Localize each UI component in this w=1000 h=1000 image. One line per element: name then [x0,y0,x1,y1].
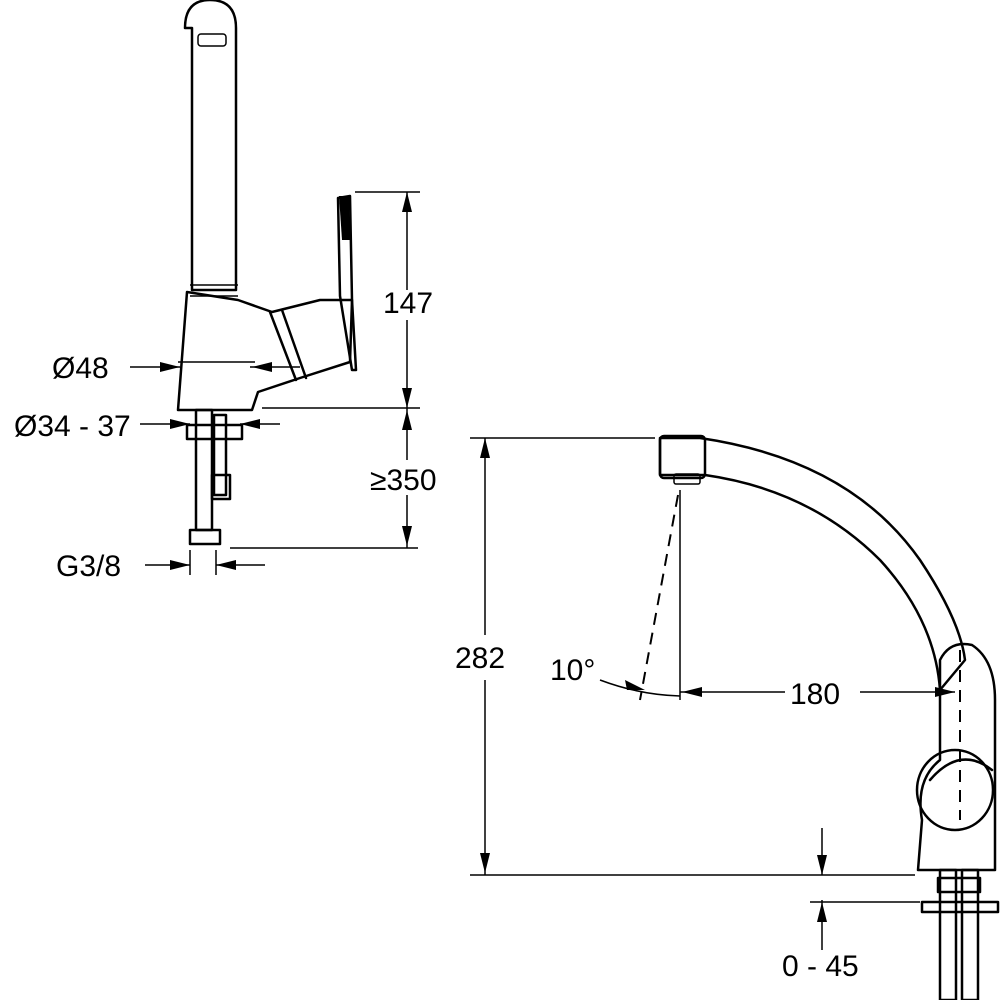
dim-147: 147 [383,287,433,320]
dim-spout-angle: 10° [550,654,595,687]
dim-hose-length: ≥350 [370,464,437,497]
dim-deck-thickness: 0 - 45 [782,950,859,983]
dim-body-diameter: Ø48 [52,352,109,385]
dim-spout-height: 282 [455,642,505,675]
dim-connection: G3/8 [56,550,121,583]
dim-spout-reach: 180 [790,678,840,711]
dim-deck-hole: Ø34 - 37 [14,410,131,443]
front-view [176,0,358,546]
side-view-dimensions [470,437,955,950]
front-view-dimensions [130,191,420,575]
side-view [658,434,1000,1000]
